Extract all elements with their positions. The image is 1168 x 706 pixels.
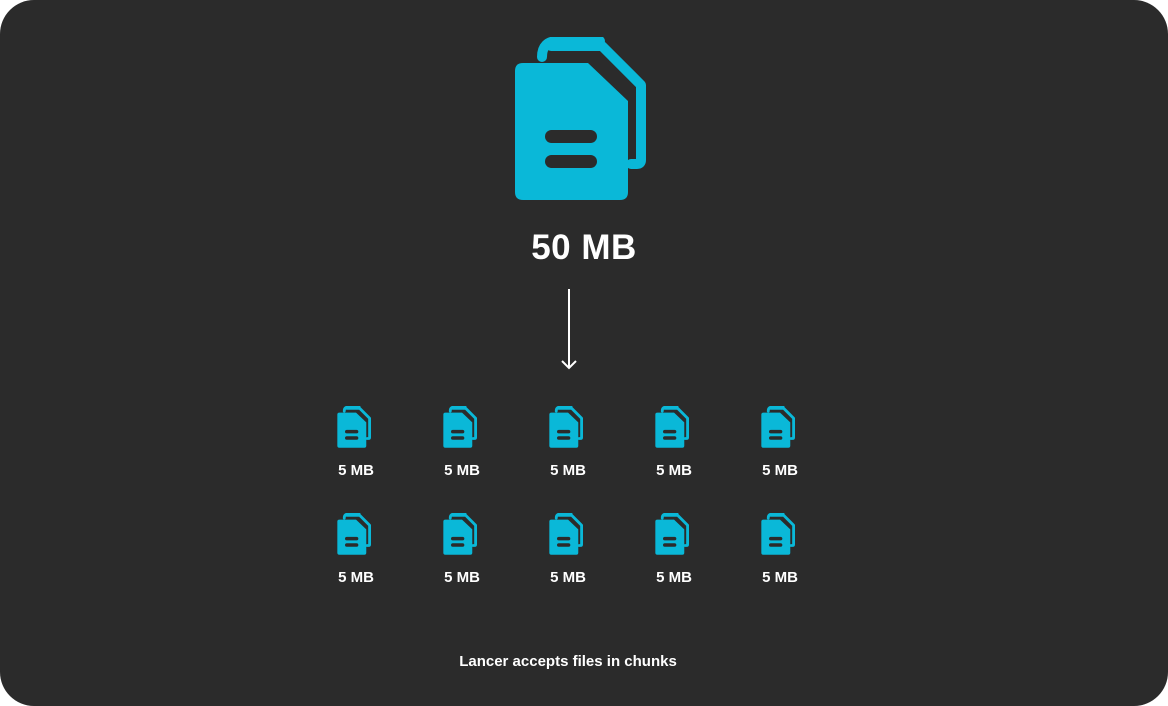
chunk-size-label: 5 MB <box>762 569 798 586</box>
chunk-size-label: 5 MB <box>762 462 798 479</box>
chunk-size-label: 5 MB <box>550 462 586 479</box>
chunk-item: 5 MB <box>634 513 714 597</box>
file-copy-icon <box>443 513 478 555</box>
file-copy-icon <box>549 513 584 555</box>
arrow-down-icon <box>561 289 577 370</box>
chunk-size-label: 5 MB <box>550 569 586 586</box>
chunk-size-label: 5 MB <box>338 569 374 586</box>
chunk-size-label: 5 MB <box>444 462 480 479</box>
chunk-item: 5 MB <box>740 513 820 597</box>
chunk-item: 5 MB <box>316 513 396 597</box>
chunk-item: 5 MB <box>740 406 820 490</box>
file-copy-icon <box>443 406 478 448</box>
file-copy-icon <box>655 406 690 448</box>
chunk-item: 5 MB <box>634 406 714 490</box>
chunk-size-label: 5 MB <box>444 569 480 586</box>
chunk-item: 5 MB <box>528 406 608 490</box>
file-copy-icon <box>761 406 796 448</box>
chunk-item: 5 MB <box>422 513 502 597</box>
chunk-item: 5 MB <box>528 513 608 597</box>
chunk-size-label: 5 MB <box>656 462 692 479</box>
file-copy-icon <box>655 513 690 555</box>
source-file-size: 50 MB <box>531 228 637 267</box>
file-copy-icon <box>549 406 584 448</box>
file-copy-icon <box>337 513 372 555</box>
chunk-size-label: 5 MB <box>338 462 374 479</box>
caption: Lancer accepts files in chunks <box>459 653 677 670</box>
chunk-item: 5 MB <box>422 406 502 490</box>
large-file-copy-icon <box>515 37 646 200</box>
file-copy-icon <box>761 513 796 555</box>
chunk-size-label: 5 MB <box>656 569 692 586</box>
chunk-item: 5 MB <box>316 406 396 490</box>
file-copy-icon <box>337 406 372 448</box>
